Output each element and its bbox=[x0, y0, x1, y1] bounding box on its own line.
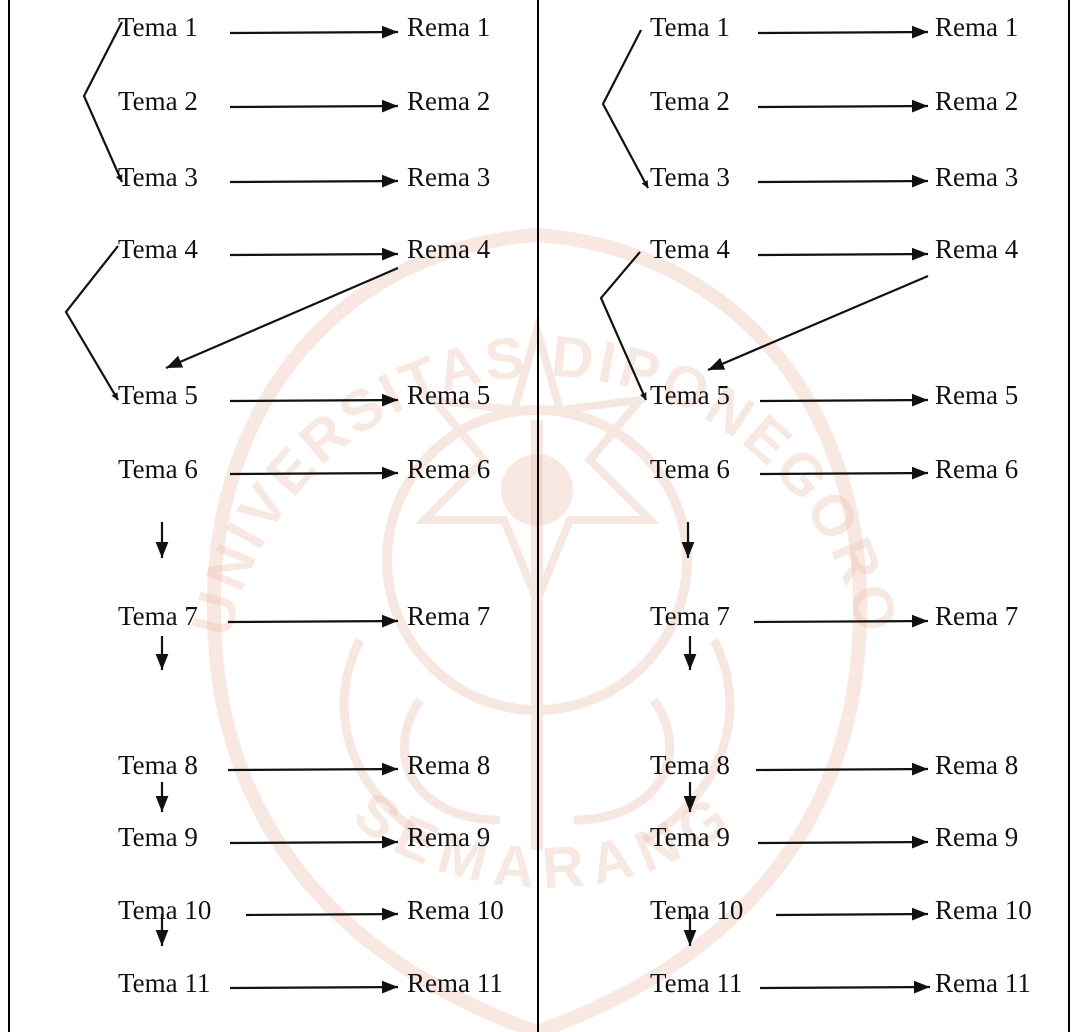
right-rheme-7: Rema 7 bbox=[935, 601, 1019, 631]
left-arrow-theme-rheme-5 bbox=[229, 393, 399, 407]
left-rheme-6: Rema 6 bbox=[407, 454, 491, 484]
right-arrow-theme-rheme-9 bbox=[757, 835, 929, 849]
left-arrow-theme-rheme-7 bbox=[227, 614, 399, 628]
left-theme-8: Tema 8 bbox=[118, 750, 198, 780]
right-arrow-theme-rheme-1 bbox=[757, 25, 929, 39]
left-arrow-theme-rheme-3 bbox=[229, 174, 399, 188]
right-rheme-8: Rema 8 bbox=[935, 750, 1019, 780]
right-rheme-11: Rema 11 bbox=[935, 968, 1031, 998]
right-arrow-theme-rheme-7 bbox=[753, 614, 929, 628]
right-rheme-1: Rema 1 bbox=[935, 12, 1019, 42]
left-theme-11: Tema 11 bbox=[118, 968, 211, 998]
right-rheme-6: Rema 6 bbox=[935, 454, 1019, 484]
right-arrow-theme-rheme-6 bbox=[759, 466, 929, 480]
left-rheme-4: Rema 4 bbox=[407, 234, 491, 264]
left-rheme-5: Rema 5 bbox=[407, 380, 491, 410]
right-theme-7: Tema 7 bbox=[650, 601, 730, 631]
left-rheme-2: Rema 2 bbox=[407, 86, 491, 116]
left-theme-1: Tema 1 bbox=[118, 12, 198, 42]
right-theme-5: Tema 5 bbox=[650, 380, 730, 410]
right-bracket-theme4-to-theme5 bbox=[599, 251, 648, 401]
left-theme-10: Tema 10 bbox=[118, 895, 212, 925]
left-rheme-8: Rema 8 bbox=[407, 750, 491, 780]
right-rheme-9: Rema 9 bbox=[935, 822, 1019, 852]
right-arrow-theme-rheme-10 bbox=[775, 907, 929, 921]
right-theme-6: Tema 6 bbox=[650, 454, 730, 484]
right-theme-1: Tema 1 bbox=[650, 12, 730, 42]
right-arrow-theme-rheme-2 bbox=[757, 99, 929, 113]
right-arrow-theme-rheme-11 bbox=[759, 980, 931, 994]
left-arrow-theme-rheme-2 bbox=[229, 99, 399, 113]
left-theme-6: Tema 6 bbox=[118, 454, 198, 484]
right-arrow-rheme4-to-theme5 bbox=[707, 274, 929, 372]
left-theme-7: Tema 7 bbox=[118, 601, 198, 631]
left-theme-5: Tema 5 bbox=[118, 380, 198, 410]
left-rheme-1: Rema 1 bbox=[407, 12, 491, 42]
right-arrow-theme-rheme-4 bbox=[757, 247, 929, 261]
left-theme-9: Tema 9 bbox=[118, 822, 198, 852]
left-arrow-rheme4-to-theme5 bbox=[165, 266, 399, 370]
right-theme-11: Tema 11 bbox=[650, 968, 743, 998]
right-theme-2: Tema 2 bbox=[650, 86, 730, 116]
left-arrow-theme-rheme-6 bbox=[229, 466, 399, 480]
left-bracket-theme4-to-theme5 bbox=[64, 245, 119, 401]
column-divider bbox=[537, 0, 539, 1032]
left-theme-2: Tema 2 bbox=[118, 86, 198, 116]
left-arrow-theme-rheme-8 bbox=[227, 762, 399, 776]
left-arrow-theme-rheme-10 bbox=[245, 907, 399, 921]
left-rheme-10: Rema 10 bbox=[407, 895, 504, 925]
right-arrow-theme-rheme-5 bbox=[759, 393, 929, 407]
left-theme-3: Tema 3 bbox=[118, 162, 198, 192]
right-rheme-4: Rema 4 bbox=[935, 234, 1019, 264]
right-theme-4: Tema 4 bbox=[650, 234, 730, 264]
left-rheme-11: Rema 11 bbox=[407, 968, 503, 998]
right-theme-9: Tema 9 bbox=[650, 822, 730, 852]
left-arrow-theme-rheme-9 bbox=[229, 835, 399, 849]
right-border bbox=[1068, 0, 1070, 1032]
left-bracket-theme1-to-theme3 bbox=[82, 21, 124, 183]
left-arrow-theme-rheme-4 bbox=[229, 247, 399, 261]
right-bracket-theme1-to-theme3 bbox=[601, 29, 649, 189]
left-border bbox=[8, 0, 10, 1032]
left-rheme-3: Rema 3 bbox=[407, 162, 491, 192]
left-rheme-9: Rema 9 bbox=[407, 822, 491, 852]
left-rheme-7: Rema 7 bbox=[407, 601, 491, 631]
left-arrow-theme-rheme-11 bbox=[229, 980, 399, 994]
right-theme-8: Tema 8 bbox=[650, 750, 730, 780]
right-rheme-10: Rema 10 bbox=[935, 895, 1032, 925]
left-arrow-theme-rheme-1 bbox=[229, 25, 399, 39]
left-theme-4: Tema 4 bbox=[118, 234, 198, 264]
right-theme-3: Tema 3 bbox=[650, 162, 730, 192]
right-theme-10: Tema 10 bbox=[650, 895, 744, 925]
right-arrow-theme-rheme-3 bbox=[757, 174, 929, 188]
right-rheme-3: Rema 3 bbox=[935, 162, 1019, 192]
right-rheme-5: Rema 5 bbox=[935, 380, 1019, 410]
right-rheme-2: Rema 2 bbox=[935, 86, 1019, 116]
right-arrow-theme-rheme-8 bbox=[755, 762, 929, 776]
